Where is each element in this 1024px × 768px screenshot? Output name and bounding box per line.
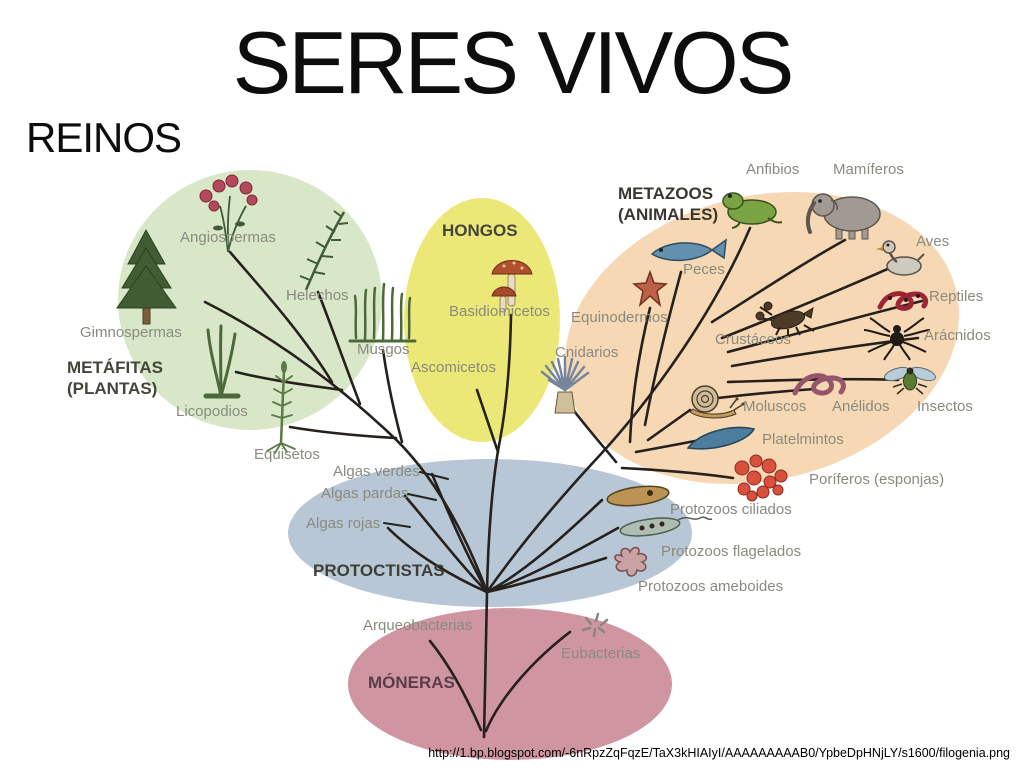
taxon-label-poriferos: Poríferos (esponjas): [809, 471, 945, 488]
taxon-label-crustaceos: Crustáceos: [715, 331, 791, 348]
taxon-label-protozoos-flagelados: Protozoos flagelados: [661, 543, 802, 560]
horsetail-icon: [266, 361, 296, 454]
flatworm-icon: [686, 426, 756, 450]
mushrooms-icon: [491, 260, 533, 313]
taxon-label-anfibios: Anfibios: [746, 161, 800, 178]
fungi-blob: [404, 198, 560, 442]
taxon-label-insectos: Insectos: [917, 398, 973, 415]
source-url: http://1.bp.blogspot.com/-6nRpzZqFqzE/Ta…: [428, 746, 1010, 760]
taxon-label-anelidos: Anélidos: [832, 398, 890, 415]
taxon-label-protozoos-ameboides: Protozoos ameboides: [638, 578, 784, 595]
bacteria-burst-icon: [581, 612, 609, 638]
spider-icon: [863, 317, 931, 361]
taxon-label-algas-pardas: Algas pardas: [321, 485, 409, 502]
taxon-label-algas-verdes: Algas verdes: [333, 463, 420, 480]
euglena-icon: [619, 516, 713, 537]
slide-subtitle: REINOS: [26, 114, 182, 161]
segmented-worm-icon: [792, 373, 846, 396]
clubmoss-icon: [203, 324, 241, 399]
conifer-tree-icon: [116, 228, 177, 325]
taxon-label-eubacterias: Eubacterias: [561, 645, 641, 662]
elephant-icon: [805, 193, 881, 240]
taxon-label-protozoos-ciliados: Protozoos ciliados: [670, 501, 792, 518]
kingdom-label-metazoos: METAZOOS (ANIMALES): [618, 184, 719, 224]
taxon-label-angiospermas: Angiospermas: [180, 229, 276, 246]
snake-icon: [877, 291, 929, 311]
sponge-icon: [734, 454, 788, 502]
taxon-label-aracnidos: Arácnidos: [924, 327, 991, 344]
animals-blob: [564, 191, 960, 485]
taxon-label-musgos: Musgos: [357, 341, 410, 358]
taxon-label-algas-rojas: Algas rojas: [306, 515, 381, 532]
duck-icon: [876, 240, 925, 276]
amoeba-icon: [614, 546, 648, 577]
taxon-label-mamiferos: Mamíferos: [833, 161, 904, 178]
sea-anemone-icon: [540, 355, 590, 414]
taxon-label-aves: Aves: [916, 233, 950, 250]
lobster-icon: [755, 301, 815, 337]
fern-icon: [299, 210, 349, 291]
snail-icon: [689, 385, 745, 419]
frog-icon: [722, 192, 783, 229]
taxon-label-arqueobacterias: Arqueobacterias: [363, 617, 473, 634]
starfish-icon: [632, 269, 668, 308]
kingdom-label-hongos: HONGOS: [442, 221, 518, 240]
fish-icon: [650, 238, 727, 262]
taxon-label-ascomicetos: Ascomicetos: [411, 359, 497, 376]
taxon-label-helechos: Helechos: [286, 287, 349, 304]
kingdom-label-protoctistas: PROTOCTISTAS: [313, 561, 445, 580]
monera-blob: [348, 608, 672, 760]
taxon-label-peces: Peces: [683, 261, 725, 278]
taxon-label-licopodios: Licopodios: [176, 403, 248, 420]
kingdom-label-metafitas: METÁFITAS (PLANTAS): [67, 358, 164, 398]
taxon-label-equisetos: Equisetos: [254, 446, 320, 463]
taxon-label-cnidarios: Cnidarios: [555, 344, 619, 361]
taxon-label-equinodermos: Equinodermos: [571, 309, 668, 326]
taxon-label-basidiomicetos: Basidiomicetos: [449, 303, 550, 320]
moss-icon: [348, 282, 417, 343]
kingdom-label-moneras: MÓNERAS: [368, 673, 455, 692]
paramecium-icon: [606, 485, 670, 507]
plants-blob: [118, 170, 382, 430]
taxon-label-platelmintos: Platelmintos: [762, 431, 844, 448]
fly-icon: [884, 366, 936, 395]
taxon-label-reptiles: Reptiles: [929, 288, 984, 305]
flowering-plant-icon: [199, 174, 258, 253]
taxon-label-gimnospermas: Gimnospermas: [80, 324, 182, 341]
page-title: SERES VIVOS: [232, 13, 795, 112]
taxon-label-moluscos: Moluscos: [743, 398, 807, 415]
tree-branches: [203, 226, 924, 739]
